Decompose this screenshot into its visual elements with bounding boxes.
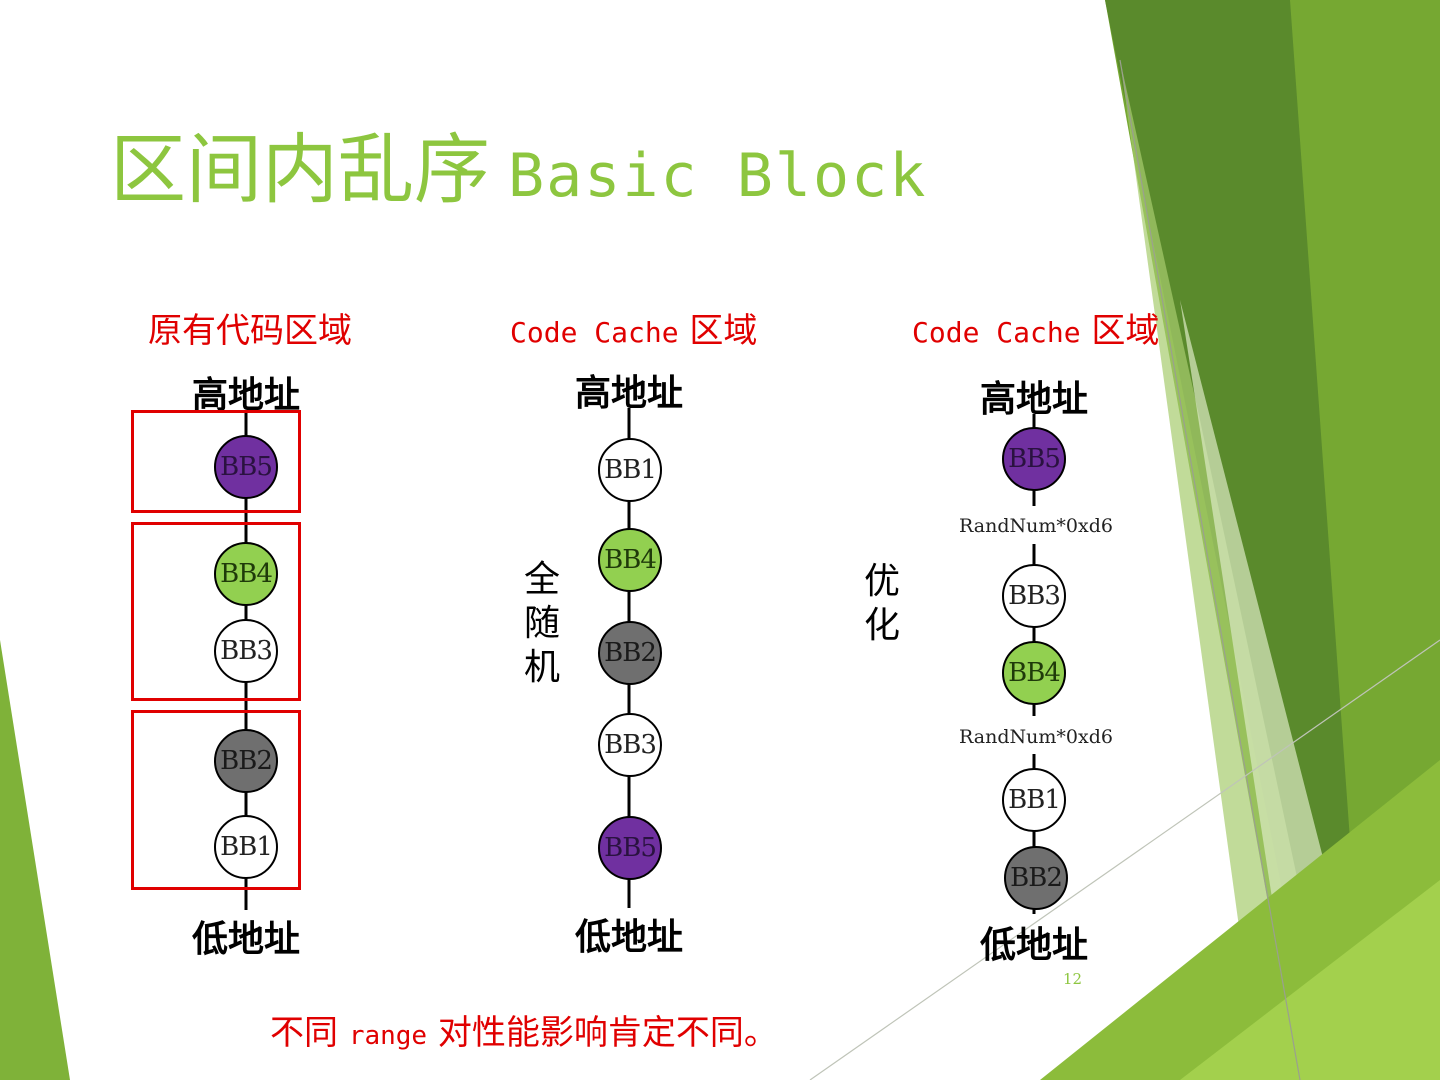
column-3-gap-label-2: RandNum*0xd6 (959, 726, 1113, 748)
column-2-heading-mono: Code Cache (510, 316, 679, 349)
side-char: 化 (863, 605, 900, 646)
footer-note: 不同 range 对性能影响肯定不同。 (270, 1005, 778, 1054)
column-3-gap-label-1: RandNum*0xd6 (959, 515, 1113, 537)
column-1-range-box-2 (131, 522, 301, 701)
bg-shape-left (0, 640, 70, 1080)
column-3-heading: Code Cache 区域 (912, 303, 1159, 352)
footer-mono: range (348, 1021, 428, 1051)
column-1-range-box-1 (131, 410, 301, 513)
title-chinese: 区间内乱序 (110, 125, 490, 214)
bg-shape-bottom-right-light (1180, 880, 1440, 1080)
column-3-heading-cn: 区域 (1091, 311, 1160, 351)
column-1-heading: 原有代码区域 (148, 311, 352, 351)
column-3-node-bb3: BB3 (1002, 564, 1066, 628)
column-1-node-bb5: BB5 (214, 435, 278, 499)
side-char: 优 (863, 561, 900, 602)
column-2-high-address: 高地址 (574, 373, 684, 414)
side-char: 随 (523, 603, 560, 644)
column-1-node-bb3: BB3 (214, 619, 278, 683)
side-char: 全 (523, 559, 560, 600)
column-3-node-bb2: BB2 (1004, 846, 1068, 910)
column-1-low-address: 低地址 (191, 919, 301, 960)
column-3-node-bb1: BB1 (1002, 768, 1066, 832)
page-number: 12 (1063, 970, 1083, 988)
column-2-heading-cn: 区域 (689, 311, 758, 351)
column-2-node-bb4: BB4 (598, 528, 662, 592)
column-2-node-bb5: BB5 (598, 816, 662, 880)
column-2-node-bb1: BB1 (598, 438, 662, 502)
column-1-high-address: 高地址 (191, 375, 301, 416)
column-1-node-bb1: BB1 (214, 815, 278, 879)
footer-post: 对性能影响肯定不同。 (427, 1013, 778, 1053)
side-char: 机 (523, 647, 560, 688)
column-3-node-bb5: BB5 (1002, 427, 1066, 491)
column-1-node-bb2: BB2 (214, 729, 278, 793)
column-2-heading: Code Cache 区域 (510, 303, 757, 352)
column-3-high-address: 高地址 (979, 379, 1089, 420)
column-2-node-bb3: BB3 (598, 713, 662, 777)
column-1-node-bb4: BB4 (214, 542, 278, 606)
column-2-node-bb2: BB2 (598, 621, 662, 685)
bg-thin-line-1 (1119, 59, 1301, 1080)
column-3-low-address: 低地址 (979, 925, 1089, 966)
column-2-side-label: 全 随 机 (522, 558, 562, 690)
slide-title: 区间内乱序 Basic Block (110, 108, 927, 214)
footer-pre: 不同 (270, 1013, 349, 1053)
column-2-low-address: 低地址 (574, 917, 684, 958)
title-english: Basic Block (508, 141, 928, 211)
column-3-node-bb4: BB4 (1002, 641, 1066, 705)
column-1-range-box-3 (131, 710, 301, 890)
column-3-heading-mono: Code Cache (912, 316, 1081, 349)
column-3-axis-segment-3 (1032, 754, 1036, 914)
column-3-side-label: 优 化 (862, 560, 902, 648)
bg-thin-line-2 (809, 639, 1440, 1080)
column-3-axis-segment-2 (1032, 544, 1036, 716)
